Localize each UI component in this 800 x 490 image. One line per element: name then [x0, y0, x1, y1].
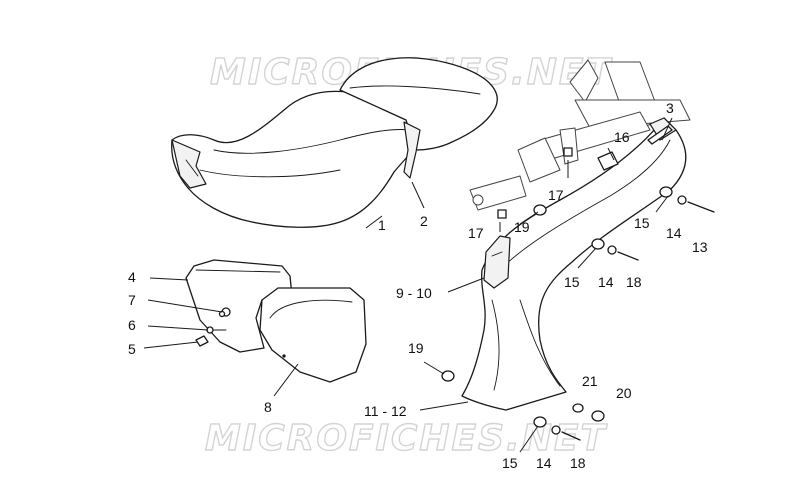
callout-15-upper: 15 — [634, 215, 650, 231]
callout-1: 1 — [378, 217, 386, 233]
rider-seat — [171, 90, 421, 228]
callout-18-lower: 18 — [570, 455, 586, 471]
callout-7: 7 — [128, 292, 136, 308]
callout-21: 21 — [582, 373, 598, 389]
callout-9-10: 9 - 10 — [396, 285, 432, 301]
callout-20: 20 — [616, 385, 632, 401]
callout-14-lower: 14 — [536, 455, 552, 471]
callout-19-lower: 19 — [408, 340, 424, 356]
callout-11-12: 11 - 12 — [364, 403, 407, 419]
passenger-seat — [339, 57, 498, 179]
panel-fasteners — [195, 310, 226, 347]
callout-17-left: 17 — [468, 225, 484, 241]
callout-18-middle: 18 — [626, 274, 642, 290]
callout-14-middle: 14 — [598, 274, 614, 290]
callout-3: 3 — [666, 100, 674, 116]
callouts: 1 2 3 4 5 6 7 8 9 - 10 11 - 12 13 14 14 … — [128, 100, 708, 471]
callout-19-upper: 19 — [514, 219, 530, 235]
callout-8: 8 — [264, 399, 272, 415]
callout-2: 2 — [420, 213, 428, 229]
callout-13: 13 — [692, 239, 708, 255]
callout-4: 4 — [128, 269, 136, 285]
callout-15-lower: 15 — [502, 455, 518, 471]
callout-17-right: 17 — [548, 187, 564, 203]
cowl-bracket — [483, 235, 511, 289]
watermark-bottom: MICROFICHES.NET — [205, 418, 607, 459]
callout-16: 16 — [614, 129, 630, 145]
side-panel — [259, 287, 367, 383]
callout-14-upper: 14 — [666, 225, 682, 241]
leader-lines — [143, 117, 673, 453]
hardware — [441, 125, 715, 441]
callout-6: 6 — [128, 317, 136, 333]
callout-15-middle: 15 — [564, 274, 580, 290]
callout-5: 5 — [128, 341, 136, 357]
